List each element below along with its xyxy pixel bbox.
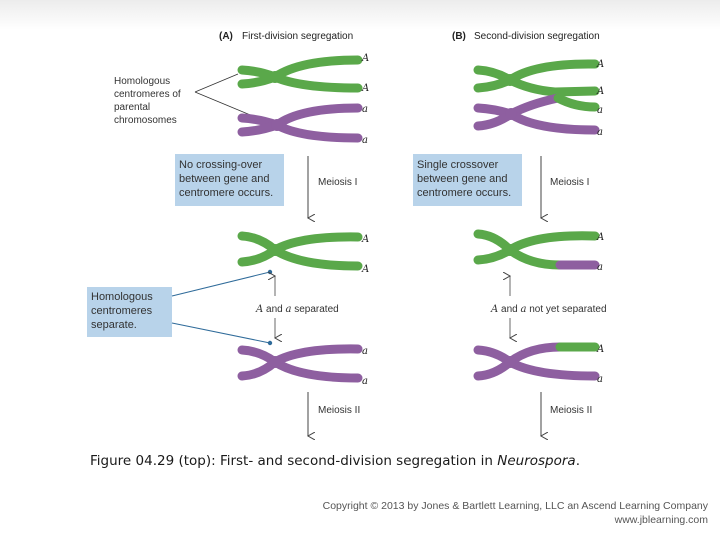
panel-b-parental-chromosomes	[473, 59, 600, 135]
panel-a-parental-chromosomes	[237, 55, 363, 143]
no-crossover-box: No crossing-over between gene and centro…	[175, 154, 284, 206]
meiosis-2-label-b: Meiosis II	[550, 405, 592, 416]
panel-b-m1-alleles-lower: A a	[596, 344, 604, 385]
panel-b-meiosis-1-purple	[473, 342, 600, 381]
svg-text:a: a	[597, 262, 603, 273]
pointer-line	[194, 73, 239, 93]
svg-text:centromeres: centromeres	[91, 305, 153, 317]
svg-text:separate.: separate.	[91, 319, 137, 331]
svg-text:A: A	[596, 232, 604, 243]
svg-text:a: a	[362, 376, 368, 387]
pointer-line	[171, 271, 271, 297]
meiosis-1-label-b: Meiosis I	[550, 177, 589, 188]
homologous-separate-box: Homologous centromeres separate.	[87, 287, 172, 337]
not-separated-label-b: A and a not yet separated	[490, 304, 607, 315]
copyright-notice: Copyright © 2013 by Jones & Bartlett Lea…	[323, 499, 708, 527]
panel-b-letter: (B)	[452, 31, 466, 42]
svg-text:Homologous: Homologous	[91, 291, 153, 303]
svg-text:Homologous: Homologous	[114, 76, 170, 87]
pointer-dot	[267, 269, 273, 275]
svg-text:a: a	[362, 135, 368, 146]
panel-b-top-alleles: A A a a	[596, 59, 604, 138]
pointer-line	[171, 322, 271, 344]
header-shade	[0, 0, 720, 30]
svg-text:between gene and: between gene and	[417, 173, 508, 185]
pointer-dot	[267, 340, 273, 346]
svg-text:Single crossover: Single crossover	[417, 159, 499, 171]
svg-text:a: a	[362, 346, 368, 357]
panel-a-m1-alleles-lower: a a	[362, 346, 368, 387]
separated-label-a: A and a separated	[255, 304, 339, 315]
svg-text:centromere occurs.: centromere occurs.	[179, 187, 273, 199]
meiosis-2-label-a: Meiosis II	[318, 405, 360, 416]
panel-a-meiosis-1-purple	[237, 344, 363, 383]
panel-b-title: Second-division segregation	[474, 31, 600, 42]
svg-text:No crossing-over: No crossing-over	[179, 159, 262, 171]
svg-text:a: a	[597, 374, 603, 385]
copyright-line: Copyright © 2013 by Jones & Bartlett Lea…	[322, 500, 708, 512]
svg-text:chromosomes: chromosomes	[114, 115, 177, 126]
figure-caption: Figure 04.29 (top): First- and second-di…	[90, 453, 581, 469]
website-link[interactable]: www.jblearning.com	[614, 514, 708, 526]
panel-a-top-alleles: A A a a	[361, 53, 369, 146]
panel-a-meiosis-1-green	[237, 231, 363, 271]
svg-text:A: A	[596, 344, 604, 355]
svg-text:centromere occurs.: centromere occurs.	[417, 187, 511, 199]
panel-b-m1-alleles: A a	[596, 232, 604, 273]
svg-text:A: A	[361, 53, 369, 64]
svg-text:between gene and: between gene and	[179, 173, 270, 185]
caption-species: Neurospora	[497, 453, 576, 469]
svg-text:parental: parental	[114, 102, 150, 113]
svg-text:A: A	[596, 59, 604, 70]
svg-text:A: A	[361, 264, 369, 275]
single-crossover-box: Single crossover between gene and centro…	[413, 154, 522, 206]
homologous-parental-label: Homologous centromeres of parental chrom…	[114, 76, 181, 126]
svg-text:a: a	[362, 104, 368, 115]
svg-text:A: A	[361, 83, 369, 94]
panel-a-title: First-division segregation	[242, 31, 353, 42]
panel-a-m1-alleles: A A	[361, 234, 369, 275]
panel-a-letter: (A)	[219, 31, 233, 42]
meiosis-1-label-a: Meiosis I	[318, 177, 357, 188]
svg-text:A: A	[361, 234, 369, 245]
panel-b-meiosis-1-green	[473, 229, 600, 270]
svg-text:centromeres of: centromeres of	[114, 89, 181, 100]
svg-text:A: A	[596, 86, 604, 97]
svg-text:a: a	[597, 105, 603, 116]
svg-text:a: a	[597, 127, 603, 138]
